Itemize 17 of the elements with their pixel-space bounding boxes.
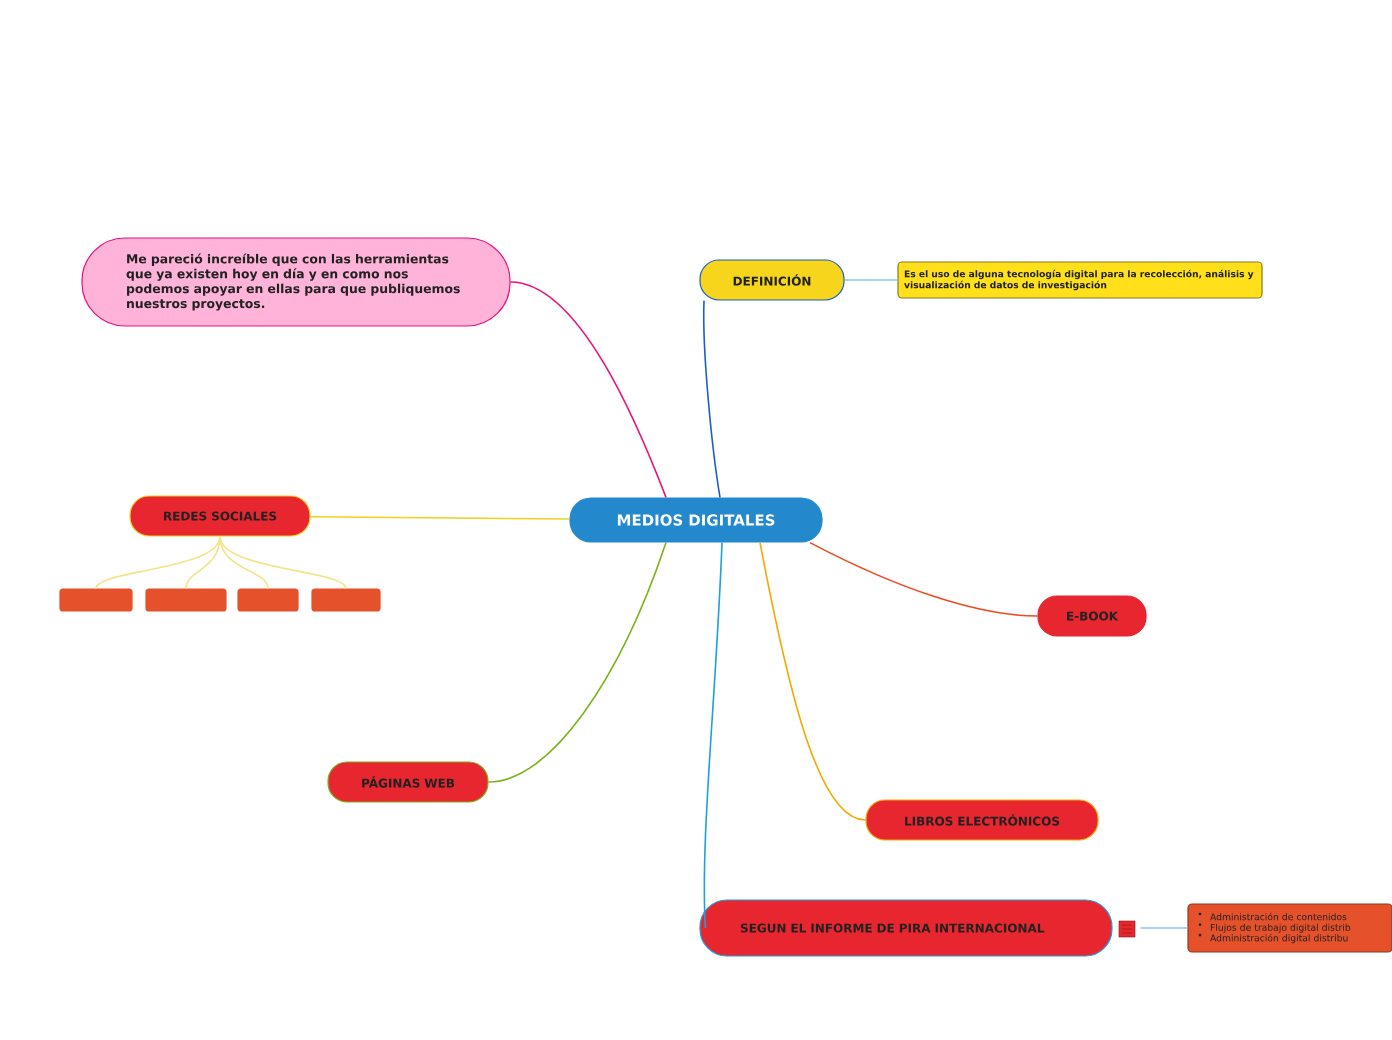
connector <box>843 279 899 281</box>
subtopic-box <box>59 588 133 612</box>
subtopic-box <box>237 588 299 612</box>
connector <box>219 535 269 590</box>
connector <box>703 541 723 929</box>
connector <box>95 535 221 590</box>
subtopic-box <box>145 588 227 612</box>
connector <box>702 299 721 499</box>
connector <box>309 515 571 520</box>
connector <box>809 541 1039 617</box>
connector <box>509 281 667 499</box>
connector <box>185 535 221 590</box>
connector <box>487 541 667 783</box>
subtopic-box <box>311 588 381 612</box>
connector <box>219 535 347 590</box>
connector <box>759 541 867 821</box>
connector <box>1139 927 1189 929</box>
